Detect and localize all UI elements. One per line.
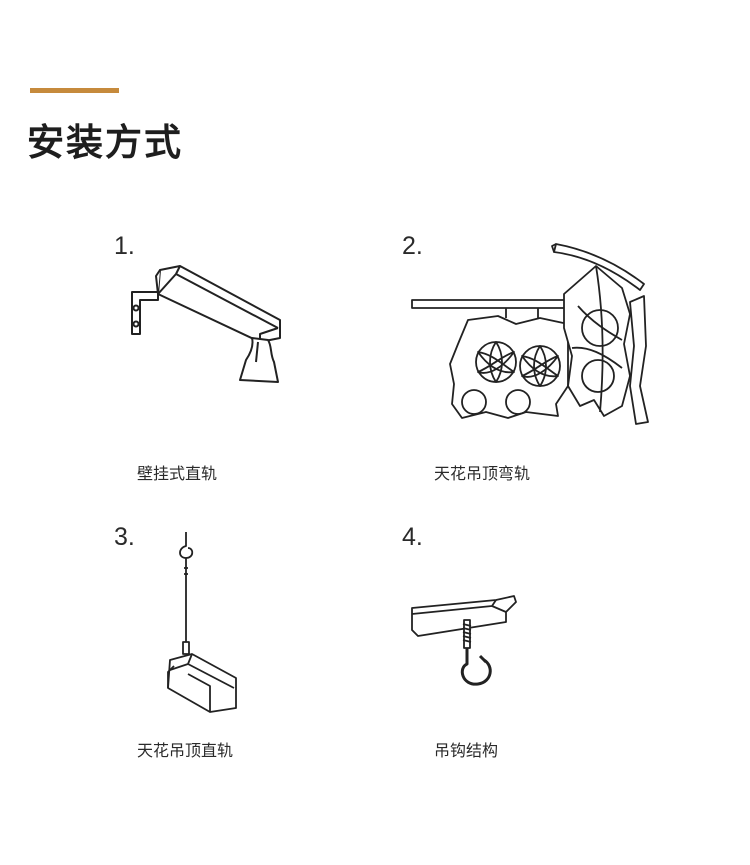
caption-method-4: 吊钩结构 bbox=[434, 741, 499, 760]
ceiling-hung-straight-rail-icon bbox=[164, 530, 244, 715]
step-number-4: 4. bbox=[402, 523, 423, 551]
caption-method-1: 壁挂式直轨 bbox=[137, 464, 218, 483]
page-title: 安装方式 bbox=[27, 121, 183, 164]
caption-method-3: 天花吊顶直轨 bbox=[137, 741, 234, 760]
caption-method-2: 天花吊顶弯轨 bbox=[434, 464, 531, 483]
step-number-3: 3. bbox=[114, 523, 135, 551]
wall-mounted-straight-rail-icon bbox=[128, 262, 288, 387]
step-number-1: 1. bbox=[114, 232, 135, 260]
title-accent-bar bbox=[30, 88, 119, 93]
hook-structure-icon bbox=[410, 590, 522, 690]
ceiling-curved-rail-icon bbox=[408, 236, 658, 456]
step-number-2: 2. bbox=[402, 232, 423, 260]
